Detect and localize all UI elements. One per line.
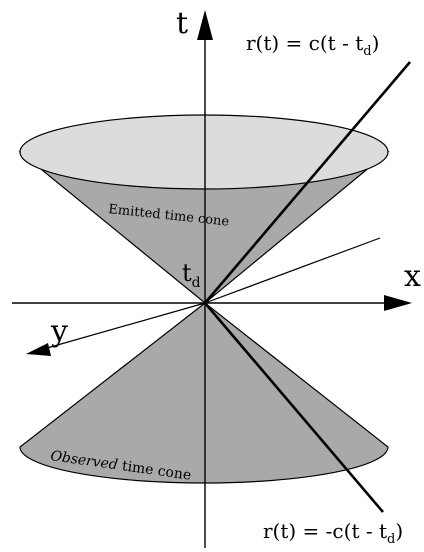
origin-label: td (182, 259, 201, 291)
x-axis-label: x (404, 259, 421, 294)
y-axis-label: y (50, 314, 68, 349)
upper-equation: r(t) = c(t - td) (246, 31, 379, 59)
emitted-boundary-line (204, 61, 411, 304)
observed-cone (19, 302, 389, 484)
t-axis-arrowhead (197, 10, 213, 40)
y-axis-arrowhead (26, 343, 51, 356)
y-axis-extension (204, 237, 381, 304)
y-axis (39, 302, 206, 351)
x-axis-arrowhead (384, 295, 412, 311)
emitted-cone-cap (19, 114, 389, 190)
lower-equation: r(t) = -c(t - td) (263, 519, 403, 547)
observed-boundary-line (204, 302, 384, 513)
t-axis-label: t (176, 6, 188, 41)
